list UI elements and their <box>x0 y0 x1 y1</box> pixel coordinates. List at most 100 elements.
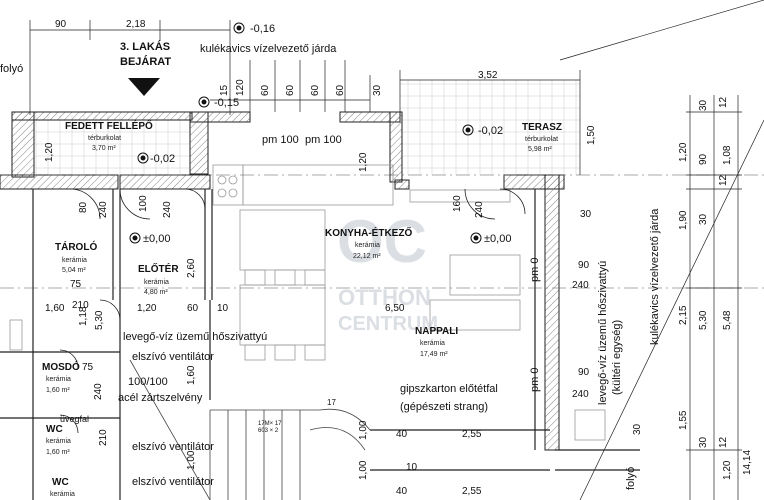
dim-top-30: 30 <box>372 84 383 96</box>
dim-rs-12c: 12 <box>718 436 729 448</box>
dim-top-60a: 60 <box>260 84 271 96</box>
pm-label-2: pm 100 <box>305 134 342 146</box>
hall-area: 4,80 m² <box>144 289 168 296</box>
dim-porch-120: 1,20 <box>44 142 55 162</box>
glass-wall-label: üvegfal <box>60 414 89 424</box>
watermark-logo: OC <box>337 208 427 275</box>
dim-100: 100 <box>138 195 149 212</box>
dim-r240b: 240 <box>572 389 589 400</box>
dim-top-15: 15 <box>219 84 230 96</box>
wc1-name: WC <box>46 424 63 435</box>
dim-r30: 30 <box>580 209 592 220</box>
level-porch: -0,02 <box>150 153 175 165</box>
dim-top-352: 3,52 <box>478 70 498 81</box>
level-top: -0,16 <box>250 23 275 35</box>
stair-spec-b: 603 × 2 <box>258 428 279 434</box>
level-terrace: -0,02 <box>478 125 503 137</box>
dim-240c: 240 <box>474 201 485 218</box>
furniture <box>9 164 606 441</box>
dim-r30b: 30 <box>632 423 643 435</box>
dim-160: 160 <box>452 195 463 212</box>
level-storage: ±0,00 <box>143 233 170 245</box>
dim-h60: 60 <box>187 303 199 314</box>
dim-rs-530: 5,30 <box>698 310 709 330</box>
dim-rs-30: 30 <box>698 99 709 111</box>
washroom-name: MOSDÓ <box>42 360 80 373</box>
dim-b255a: 2,55 <box>462 429 482 440</box>
dim-240b: 240 <box>162 201 173 218</box>
terrace-area: 5,98 m² <box>528 146 552 153</box>
dim-h10: 10 <box>217 303 229 314</box>
porch-paving <box>35 115 190 175</box>
dim-b255b: 2,55 <box>462 486 482 497</box>
dim-rs-215: 2,15 <box>678 305 689 325</box>
storage-area: 5,04 m² <box>62 267 86 274</box>
walls <box>0 111 565 451</box>
doors <box>59 188 526 434</box>
porch-name: FEDETT FELLÉPŐ <box>65 119 153 132</box>
dim-h530: 5,30 <box>94 310 105 330</box>
dim-h210: 210 <box>72 300 89 311</box>
pm-label-1: pm 100 <box>262 134 299 146</box>
porch-area: 3,70 m² <box>92 145 116 152</box>
pm-label-4: pm 0 <box>529 368 541 392</box>
gravel-note-top: kulékavics vízelvezető járda <box>200 43 337 55</box>
dim-rs-155: 1,55 <box>678 410 689 430</box>
dim-h75: 75 <box>70 279 82 290</box>
gravel-note-right: kulékavics vízelvezető járda <box>649 208 661 345</box>
dim-b40b: 40 <box>396 486 408 497</box>
wc1-material: kerámia <box>46 438 71 445</box>
dim-r90a: 90 <box>578 260 590 271</box>
folyo-label-2: folyó <box>625 467 637 490</box>
dim-b100: 1,00 <box>358 460 369 480</box>
terrace-name: TERASZ <box>522 122 562 133</box>
entrance-title-2: BEJÁRAT <box>120 55 171 68</box>
wc2-material: kerámia <box>50 491 75 498</box>
dim-240a: 240 <box>98 201 109 218</box>
tube-size-note: 100/100 <box>128 376 168 388</box>
storage-name: TÁROLÓ <box>55 240 97 253</box>
dim-top-218: 2,18 <box>126 19 146 30</box>
axis-lines <box>0 174 764 289</box>
dim-h118: 1,18 <box>78 306 89 326</box>
terrace-paving <box>400 80 580 175</box>
terrace-material: térburkolat <box>525 136 558 143</box>
vent-note-1: elszívó ventilátor <box>132 351 214 363</box>
porch-material: térburkolat <box>88 135 121 142</box>
wc1-area: 1,60 m² <box>46 449 70 456</box>
dim-b40a: 40 <box>396 429 408 440</box>
dim-m240: 240 <box>93 383 104 400</box>
dim-rs-30c: 30 <box>698 213 709 225</box>
dim-rs-90: 90 <box>698 153 709 165</box>
watermark-line2: CENTRUM <box>338 313 438 335</box>
dim-h160: 1,60 <box>45 303 65 314</box>
dim-m75: 75 <box>82 362 94 373</box>
dim-80: 80 <box>78 201 89 213</box>
dim-top-60b: 60 <box>285 84 296 96</box>
dim-top-90: 90 <box>55 19 67 30</box>
dim-terrace-150: 1,50 <box>586 125 597 145</box>
dim-rs-12a: 12 <box>718 96 729 108</box>
right-dimension-lines <box>559 0 764 500</box>
kitchen-material: kerámia <box>355 242 380 249</box>
dim-b10: 10 <box>406 462 418 473</box>
top-dimension-lines <box>29 20 581 175</box>
stairs <box>129 359 371 500</box>
stair-count: 17 <box>327 398 336 407</box>
interior-walls <box>0 189 640 500</box>
stair-spec-a: 17M× 17 <box>258 421 282 427</box>
dim-rs-120: 1,20 <box>678 142 689 162</box>
kitchen-area: 22,12 m² <box>353 253 381 260</box>
dim-rs-12b: 12 <box>718 174 729 186</box>
dim-h160v: 1,60 <box>186 365 197 385</box>
entrance-arrow-icon <box>128 78 160 96</box>
hall-name: ELŐTÉR <box>138 262 179 275</box>
entrance-title-1: 3. LAKÁS <box>120 40 170 53</box>
vent-note-2: elszívó ventilátor <box>132 441 214 453</box>
dim-b100b: 1,00 <box>186 450 197 470</box>
level-entrance: -0,15 <box>214 97 239 109</box>
dim-m210: 210 <box>98 429 109 446</box>
heatpump-note-right-2: (kültéri egység) <box>611 320 623 395</box>
